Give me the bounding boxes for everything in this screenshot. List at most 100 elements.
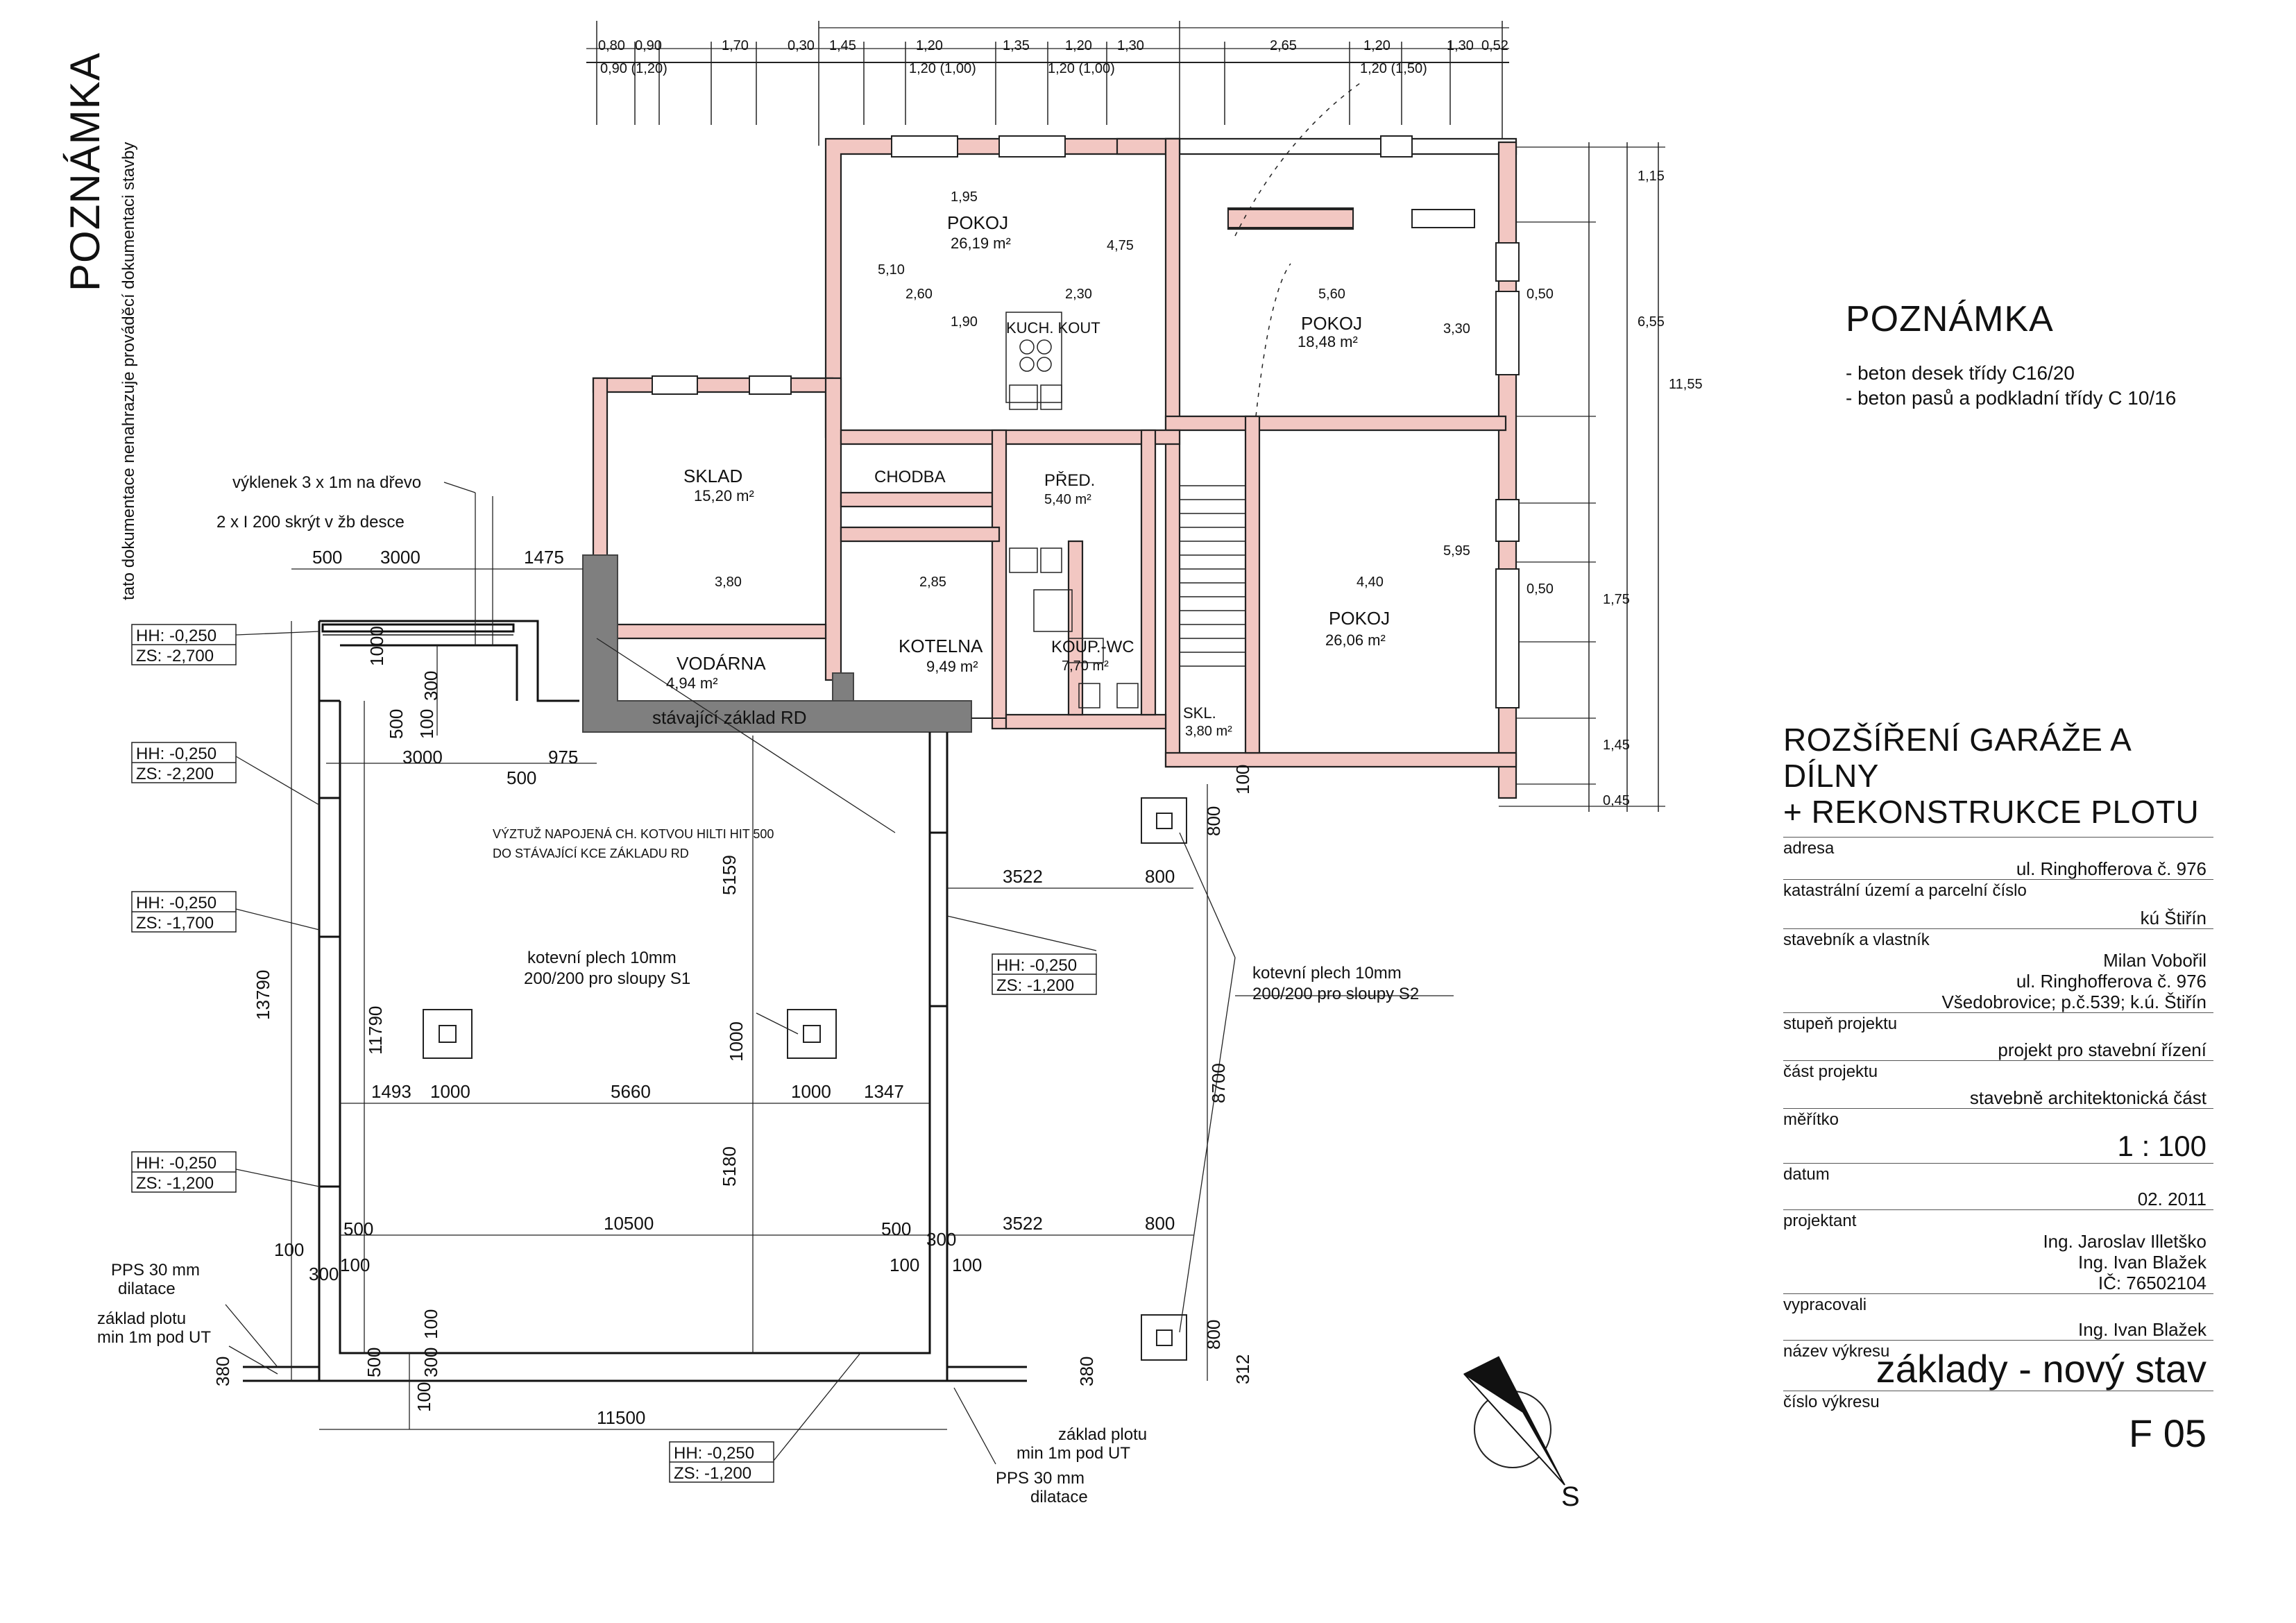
room-sklad-area: 15,20 m²: [694, 487, 754, 504]
tb-label: měřítko: [1783, 1110, 1839, 1129]
tb-value: ul. Ringhofferova č. 976: [2016, 971, 2206, 992]
label-vyztuz-2: DO STÁVAJÍCÍ KCE ZÁKLADU RD: [493, 847, 689, 860]
level-box: HH: -0,250 ZS: -2,200: [131, 742, 237, 783]
dim-interior: 5,95: [1443, 543, 1470, 559]
dim-vertical: 5159: [719, 855, 740, 895]
level-box: HH: -0,250 ZS: -1,200: [992, 953, 1097, 995]
dim-top: 1,20 (1,00): [1048, 61, 1115, 76]
room-chodba: CHODBA: [874, 468, 946, 486]
dim-vertical: 300: [420, 1348, 441, 1377]
dim-top: 1,20 (1,00): [909, 61, 976, 76]
north-label: S: [1561, 1481, 1580, 1512]
dim-vertical: 11790: [365, 1006, 386, 1055]
dim-vertical: 312: [1232, 1354, 1253, 1384]
tb-value: kú Štiřín: [2140, 908, 2206, 928]
dim-top: 0,90 (1,20): [600, 61, 667, 76]
tb-vypracovali: vypracovali Ing. Ivan Blažek: [1783, 1293, 2213, 1340]
tb-label: datum: [1783, 1165, 1830, 1184]
dim-vertical: 100: [1232, 765, 1253, 794]
dim-vertical: 100: [414, 1382, 434, 1412]
dim: 100: [890, 1255, 919, 1275]
level-hh: HH: -0,250: [136, 627, 216, 645]
dim: 800: [1145, 866, 1175, 887]
room-sklad: SKLAD: [683, 466, 742, 486]
dim: 3000: [402, 747, 443, 767]
tb-value: F 05: [2128, 1411, 2206, 1455]
label-stavajici-zaklad: stávající základ RD: [652, 707, 807, 728]
project-title-line: ROZŠÍŘENÍ GARÁŽE A DÍLNY: [1783, 722, 2130, 794]
dim-interior: 3,80: [715, 575, 742, 590]
room-kotelna: KOTELNA: [899, 636, 983, 656]
tb-nazev: název výkresu základy - nový stav: [1783, 1340, 2213, 1391]
dim-top: 0,52: [1481, 38, 1508, 53]
dim-top: 0,80: [598, 38, 625, 53]
room-kuch-kout: KUCH. KOUT: [1006, 319, 1100, 337]
dim-vertical: 1000: [726, 1021, 747, 1062]
dim-top: 1,20 (1,50): [1360, 61, 1427, 76]
label-pps-bottom-2: dilatace: [1030, 1488, 1088, 1506]
tb-value: Milan Vobořil: [2103, 950, 2206, 971]
level-box: HH: -0,250 ZS: -1,200: [669, 1441, 774, 1483]
tb-datum: datum 02. 2011: [1783, 1163, 2213, 1209]
dim: 3522: [1003, 1213, 1043, 1234]
tb-cast: část projektu stavebně architektonická č…: [1783, 1060, 2213, 1108]
dim: 100: [274, 1239, 304, 1260]
level-box: HH: -0,250 ZS: -1,200: [131, 1151, 237, 1193]
dim-top: 0,90: [635, 38, 662, 53]
room-pokoj-2: POKOJ: [1301, 313, 1362, 334]
tb-adresa: adresa ul. Ringhofferova č. 976: [1783, 837, 2213, 879]
tb-label: stavebník a vlastník: [1783, 931, 1930, 949]
level-hh: HH: -0,250: [996, 956, 1077, 975]
dim-vertical: 1000: [366, 626, 387, 666]
dim-top: 1,35: [1003, 38, 1030, 53]
note-line: - beton pasů a podkladní třídy C 10/16: [1846, 387, 2177, 409]
dim: 300: [926, 1229, 956, 1250]
tb-value: projekt pro stavební řízení: [1998, 1039, 2206, 1060]
dim: 5660: [611, 1081, 651, 1102]
room-pokoj-1-area: 26,19 m²: [951, 235, 1011, 252]
dim-vertical: 500: [364, 1348, 384, 1377]
tb-label: stupeň projektu: [1783, 1014, 1898, 1033]
dim-interior: 5,10: [878, 262, 905, 278]
tb-value: IČ: 76502104: [2098, 1273, 2206, 1293]
dim-top: 1,20: [1363, 38, 1391, 53]
dim-interior: 2,30: [1065, 287, 1092, 302]
label-vyklenek: výklenek 3 x 1m na dřevo: [232, 473, 421, 492]
dim-interior: 1,90: [951, 314, 978, 330]
dim-vertical: 5180: [719, 1146, 740, 1187]
room-pred-area: 5,40 m²: [1044, 492, 1091, 507]
dim-vertical: 100: [416, 709, 437, 739]
level-zs: ZS: -2,700: [136, 647, 214, 665]
label-zaklad-plotu-bottom-2: min 1m pod UT: [1017, 1444, 1130, 1463]
tb-label: název výkresu: [1783, 1342, 1890, 1361]
tb-label: adresa: [1783, 839, 1835, 858]
dim-top: 1,30: [1447, 38, 1474, 53]
label-pps-left-1: PPS 30 mm: [111, 1261, 200, 1280]
dim-right: 1,75: [1603, 592, 1630, 607]
room-skl-area: 3,80 m²: [1185, 724, 1232, 739]
room-kotelna-area: 9,49 m²: [926, 658, 978, 675]
note-block: POZNÁMKA - beton desek třídy C16/20 - be…: [1846, 298, 2176, 411]
dim-vertical: 380: [1076, 1357, 1097, 1386]
dim: 11500: [597, 1407, 645, 1428]
dim: 1347: [864, 1081, 904, 1102]
dim-top: 1,70: [722, 38, 749, 53]
note-title: POZNÁMKA: [1846, 299, 2054, 339]
dim: 300: [309, 1264, 339, 1284]
dim-interior: 3,30: [1443, 321, 1470, 337]
dim-right: 0,45: [1603, 793, 1630, 808]
dim: 1000: [430, 1081, 470, 1102]
dim-interior: 5,60: [1318, 287, 1345, 302]
label-pps-left-2: dilatace: [118, 1280, 176, 1298]
label-pps-bottom-1: PPS 30 mm: [996, 1469, 1085, 1488]
dim: 100: [340, 1255, 370, 1275]
label-zaklad-plotu-bottom-1: základ plotu: [1058, 1425, 1147, 1444]
label-kotevni-s2-2: 200/200 pro sloupy S2: [1252, 985, 1419, 1003]
dim-interior: 1,95: [951, 189, 978, 205]
dim-vertical: 380: [212, 1357, 233, 1386]
dim: 3522: [1003, 866, 1043, 887]
label-kotevni-s1-2: 200/200 pro sloupy S1: [524, 969, 690, 988]
dim-vertical: 100: [420, 1309, 441, 1339]
level-zs: ZS: -1,200: [674, 1464, 751, 1483]
tb-stavebnik: stavebník a vlastník Milan Vobořil ul. R…: [1783, 928, 2213, 1012]
